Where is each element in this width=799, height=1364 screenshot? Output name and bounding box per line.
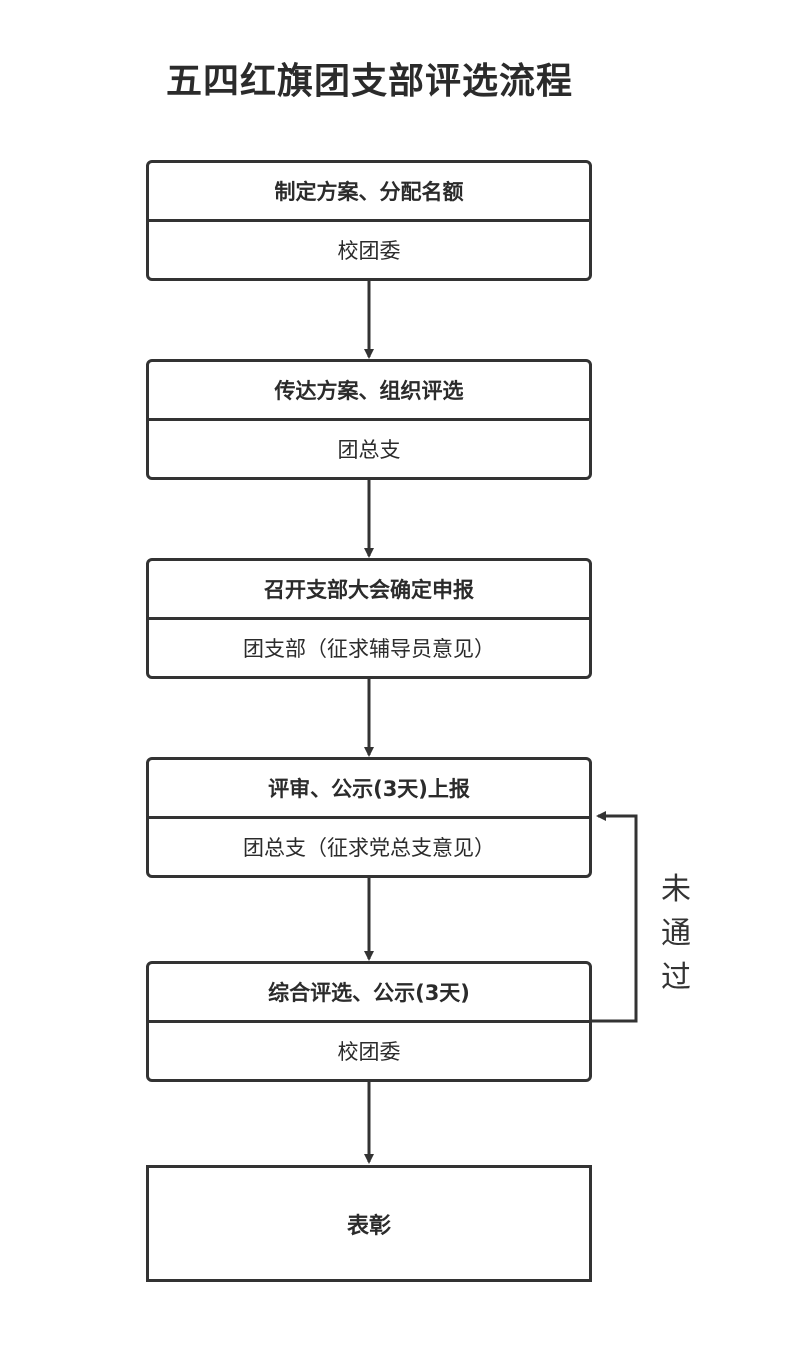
step-5-actor: 校团委 xyxy=(337,1040,401,1064)
step-1-actor: 校团委 xyxy=(337,239,401,263)
step-4-actor: 团总支（征求党总支意见） xyxy=(243,836,495,860)
step-5-box: 综合评选、公示(3天) 校团委 xyxy=(146,961,592,1082)
page-title: 五四红旗团支部评选流程 xyxy=(165,61,573,102)
step-3-box: 召开支部大会确定申报 团支部（征求辅导员意见） xyxy=(146,558,592,679)
step-3-action: 召开支部大会确定申报 xyxy=(149,561,589,620)
final-step-box: 表彰 xyxy=(146,1165,592,1282)
step-3-actor: 团支部（征求辅导员意见） xyxy=(243,637,495,661)
step-5-action: 综合评选、公示(3天) xyxy=(149,964,589,1023)
step-1-box: 制定方案、分配名额 校团委 xyxy=(146,160,592,281)
step-2-action: 传达方案、组织评选 xyxy=(149,362,589,421)
step-1-action: 制定方案、分配名额 xyxy=(149,163,589,222)
loop-label: 未通过 xyxy=(661,872,691,995)
step-4-action: 评审、公示(3天)上报 xyxy=(149,760,589,819)
step-2-actor: 团总支 xyxy=(337,438,401,462)
loop-back-arrow xyxy=(592,811,638,1023)
step-2-box: 传达方案、组织评选 团总支 xyxy=(146,359,592,480)
step-4-box: 评审、公示(3天)上报 团总支（征求党总支意见） xyxy=(146,757,592,878)
